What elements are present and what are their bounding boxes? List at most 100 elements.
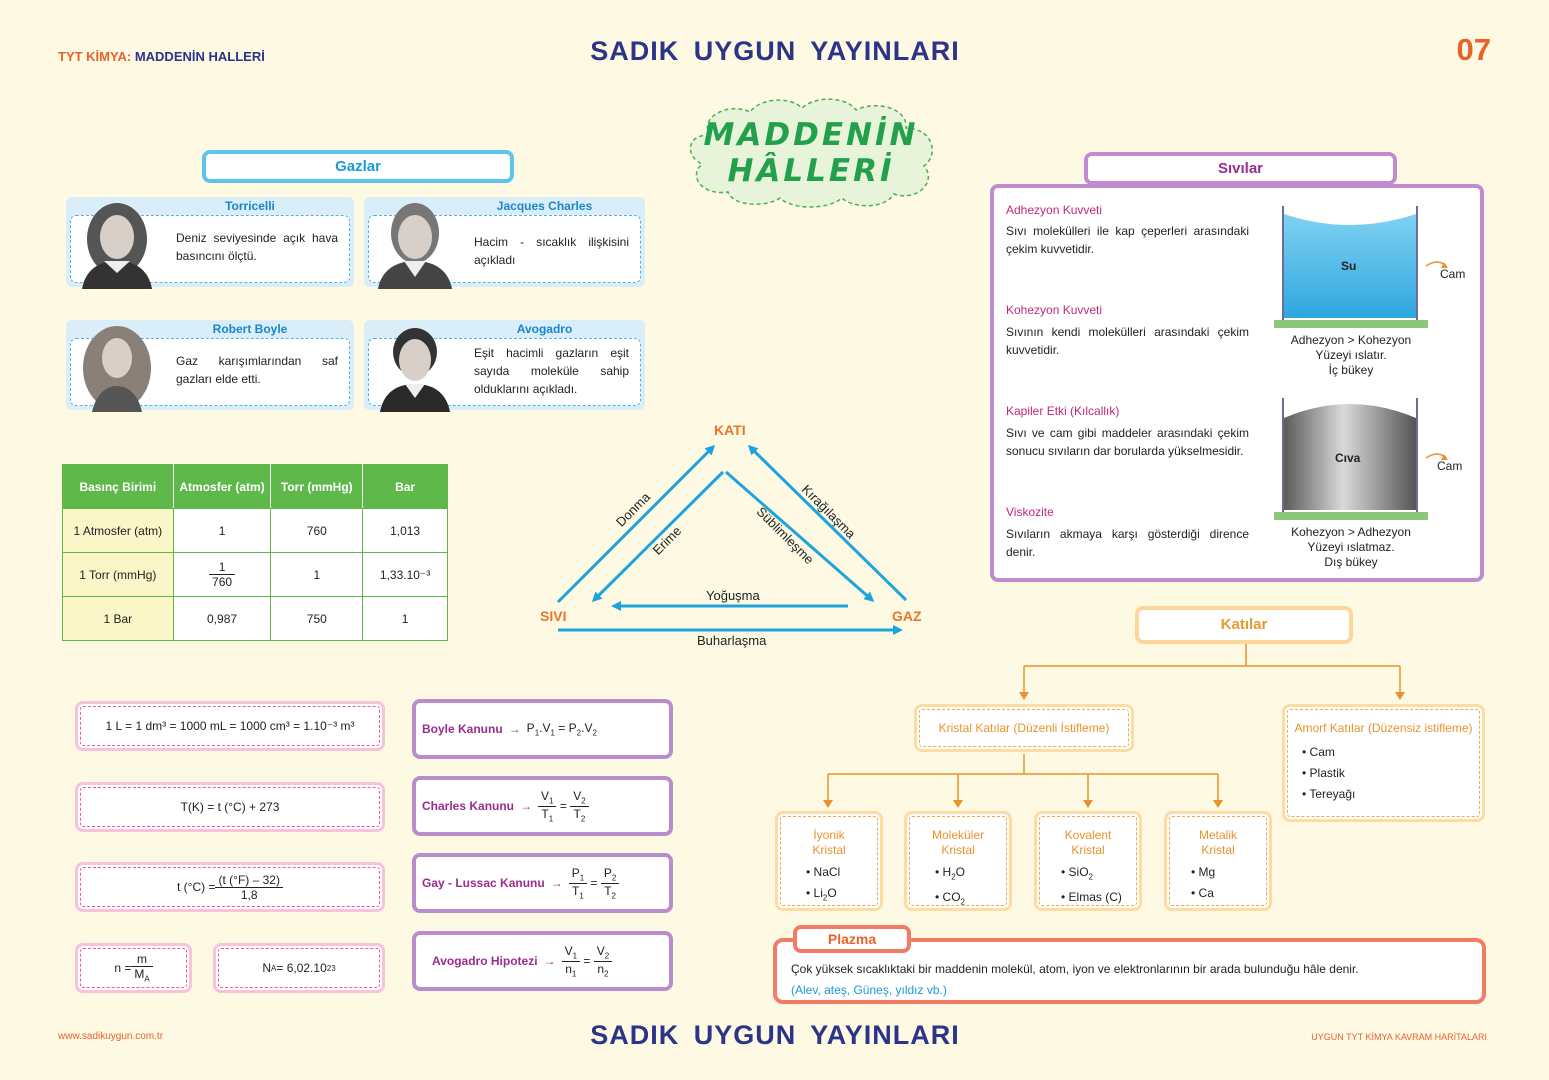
amorphous-title: Amorf Katılar (Düzensiz istifleme) <box>1294 721 1473 735</box>
table-cell: 1 <box>270 552 364 597</box>
capillary-text: Sıvı ve cam gibi maddeler arasındaki çek… <box>1006 426 1249 458</box>
table-cell: 750 <box>270 596 364 641</box>
boyle-law: Boyle Kanunu → P1.V1 = P2.V2 <box>412 699 673 759</box>
footer-url: www.sadikuygun.com.tr <box>58 1031 164 1042</box>
adhesion-title: Adhezyon Kuvveti <box>1006 203 1103 217</box>
list-item: • Plastik <box>1302 766 1345 780</box>
scientist-name: Robert Boyle <box>212 322 288 336</box>
brand-footer: SADIK UYGUN YAYINLARI <box>590 1020 960 1050</box>
list-item: • Mg <box>1191 865 1216 879</box>
table-header: Bar <box>362 464 448 509</box>
portrait-icon <box>82 203 152 289</box>
table-cell: 0,987 <box>172 596 272 641</box>
title-line-1: MADDENİN <box>703 117 919 153</box>
list-item: • NaCl <box>806 865 841 879</box>
gas-card-avogadro: Avogadro Eşit hacimli gazların eşit sayı… <box>364 320 645 412</box>
table-header-row: Basınç Birimi Atmosfer (atm) Torr (mmHg)… <box>62 464 448 509</box>
mercury-label: Cıva <box>1335 451 1361 465</box>
viscosity-title: Viskozite <box>1006 505 1054 519</box>
table-cell: 1 <box>172 508 272 553</box>
label-evaporation: Buharlaşma <box>697 633 767 648</box>
liquids-heading: Sıvılar <box>1084 152 1397 185</box>
crystal-solids-box: Kristal Katılar (Düzenli İstifleme) <box>914 704 1134 752</box>
portrait-icon <box>378 203 452 289</box>
plasma-text: Çok yüksek sıcaklıktaki bir maddenin mol… <box>791 962 1359 976</box>
table-cell: 760 <box>270 508 364 553</box>
arrow-deposition <box>747 444 908 602</box>
table-cell: 1 760 <box>172 552 272 597</box>
water-caption: Adhezyon > Kohezyon Yüzeyi ıslatır. İç b… <box>1290 333 1412 377</box>
scientist-name: Torricelli <box>225 199 275 213</box>
table-row: 1 Torr (mmHg) 1 760 1 1,33.10⁻³ <box>62 552 448 597</box>
gas-card-boyle: Robert Boyle Gaz karışımlarından saf gaz… <box>66 320 354 412</box>
amorphous-solids-box: Amorf Katılar (Düzensiz istifleme) • Cam… <box>1282 704 1485 822</box>
scientist-text: Gaz karışımlarından saf gazları elde ett… <box>176 354 338 386</box>
scientist-text: Deniz seviyesinde açık hava basıncını öl… <box>176 231 338 263</box>
list-item: • Ca <box>1191 886 1214 900</box>
table-header: Basınç Birimi <box>62 464 174 509</box>
arrow-melting <box>591 470 725 603</box>
list-item: • Li2O <box>806 886 837 903</box>
gas-card-torricelli: Torricelli Deniz seviyesinde açık hava b… <box>66 197 354 289</box>
table-header: Atmosfer (atm) <box>172 464 272 509</box>
portrait-icon <box>380 328 450 412</box>
plasma-examples: (Alev, ateş, Güneş, yıldız vb.) <box>791 983 947 997</box>
list-item: • Elmas (C) <box>1061 890 1122 905</box>
subject-topic: MADDENİN HALLERİ <box>134 49 265 64</box>
cohesion-title: Kohezyon Kuvveti <box>1006 303 1103 317</box>
viscosity-text: Sıvıların akmaya karşı gösterdiği direnc… <box>1006 527 1249 559</box>
scientist-text: Eşit hacimli gazların eşit sayıda molekü… <box>474 346 629 396</box>
phase-solid: KATI <box>714 422 746 438</box>
crystal-solids-title: Kristal Katılar (Düzenli İstifleme) <box>938 721 1110 735</box>
volume-formula: 1 L = 1 dm³ = 1000 mL = 1000 cm³ = 1.10⁻… <box>75 701 385 751</box>
table-cell: 1 Torr (mmHg) <box>62 552 174 597</box>
gas-card-charles: Jacques Charles Hacim - sıcaklık ilişkis… <box>364 197 645 289</box>
label-condensation: Yoğuşma <box>706 588 760 603</box>
list-item: • SiO2 <box>1061 865 1093 882</box>
mole-formula: n = m MA <box>75 943 192 993</box>
mercury-caption: Kohezyon > Adhezyon Yüzeyi ıslatmaz. Dış… <box>1291 525 1411 569</box>
title-line-2: HÂLLERİ <box>727 153 895 189</box>
water-glass-label: Cam <box>1440 267 1466 281</box>
phase-diagram-arrows <box>556 444 908 635</box>
table-cell: 1,33.10⁻³ <box>362 552 448 597</box>
fraction: 1 760 <box>209 560 236 589</box>
scientist-name: Jacques Charles <box>496 199 593 213</box>
list-item: • Cam <box>1302 745 1335 759</box>
mercury-beaker-icon <box>1274 398 1448 520</box>
subject-label: TYT KİMYA: MADDENİN HALLERİ <box>58 49 265 64</box>
table-row: 1 Bar 0,987 750 1 <box>62 596 448 641</box>
scientist-name: Avogadro <box>516 322 573 336</box>
cohesion-text: Sıvının kendi molekülleri arasındaki çek… <box>1006 325 1249 357</box>
brand-header: SADIK UYGUN YAYINLARI <box>590 36 960 66</box>
pressure-units-table: Basınç Birimi Atmosfer (atm) Torr (mmHg)… <box>62 464 448 641</box>
list-item: • H2O <box>935 865 965 882</box>
solids-tree-lines <box>823 644 1405 808</box>
gases-heading: Gazlar <box>202 150 514 183</box>
list-item: • Tereyağı <box>1302 787 1356 801</box>
table-header: Torr (mmHg) <box>270 464 364 509</box>
table-row: 1 Atmosfer (atm) 1 760 1,013 <box>62 508 448 553</box>
arrow-sublimation <box>725 470 875 602</box>
arrow-freezing <box>556 444 716 604</box>
phase-liquid: SIVI <box>540 608 567 624</box>
phase-gas: GAZ <box>892 608 922 624</box>
capillary-title: Kapiler Etki (Kılcallık) <box>1006 404 1120 418</box>
plasma-heading: Plazma <box>793 925 911 953</box>
table-cell: 1 <box>362 596 448 641</box>
scientist-text: Hacim - sıcaklık ilişkisini açıkladı <box>474 235 629 267</box>
page-number: 07 <box>1456 32 1491 67</box>
solids-heading: Katılar <box>1135 606 1353 644</box>
table-cell: 1 Bar <box>62 596 174 641</box>
kelvin-formula: T(K) = t (°C) + 273 <box>75 782 385 832</box>
adhesion-text: Sıvı molekülleri ile kap çeperleri arası… <box>1006 224 1249 256</box>
list-item: • CO2 <box>935 890 965 907</box>
